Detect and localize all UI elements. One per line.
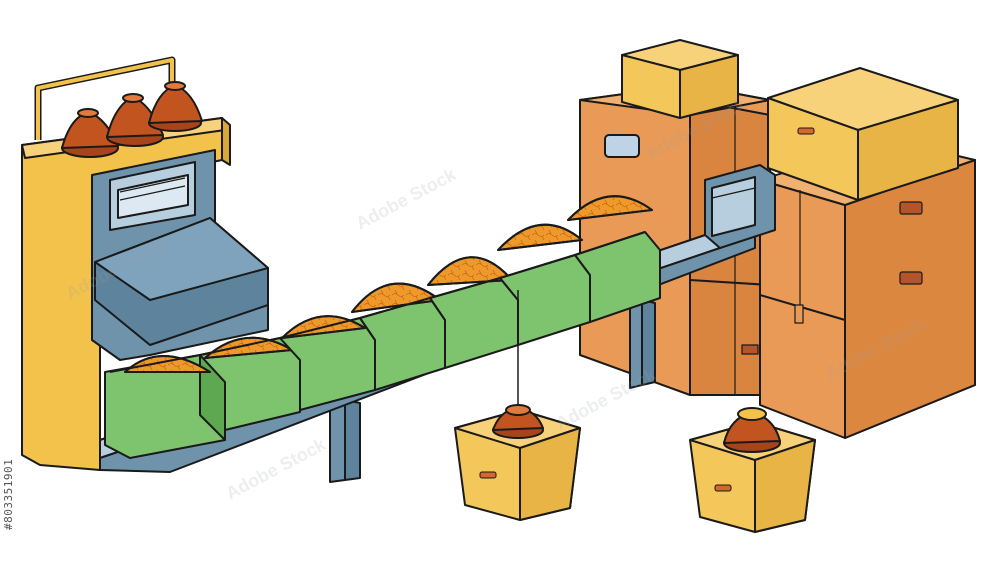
weight-cone-3	[148, 81, 203, 132]
hanging-weight	[454, 290, 581, 521]
material-trays	[104, 195, 661, 459]
cardboard-box-small-top	[621, 39, 739, 119]
material-tray-6	[497, 223, 591, 346]
material-tray-4	[351, 282, 446, 391]
cardboard-box-yellow-top	[767, 67, 959, 201]
material-tray-7	[567, 195, 661, 323]
material-tray-5	[427, 256, 519, 369]
material-tray-1	[104, 354, 226, 459]
stock-id: #803351901	[2, 458, 15, 530]
hopper-machine	[21, 56, 269, 471]
weight-cone-2	[106, 93, 164, 147]
floor-weight	[689, 407, 816, 533]
box-stack	[579, 39, 976, 439]
